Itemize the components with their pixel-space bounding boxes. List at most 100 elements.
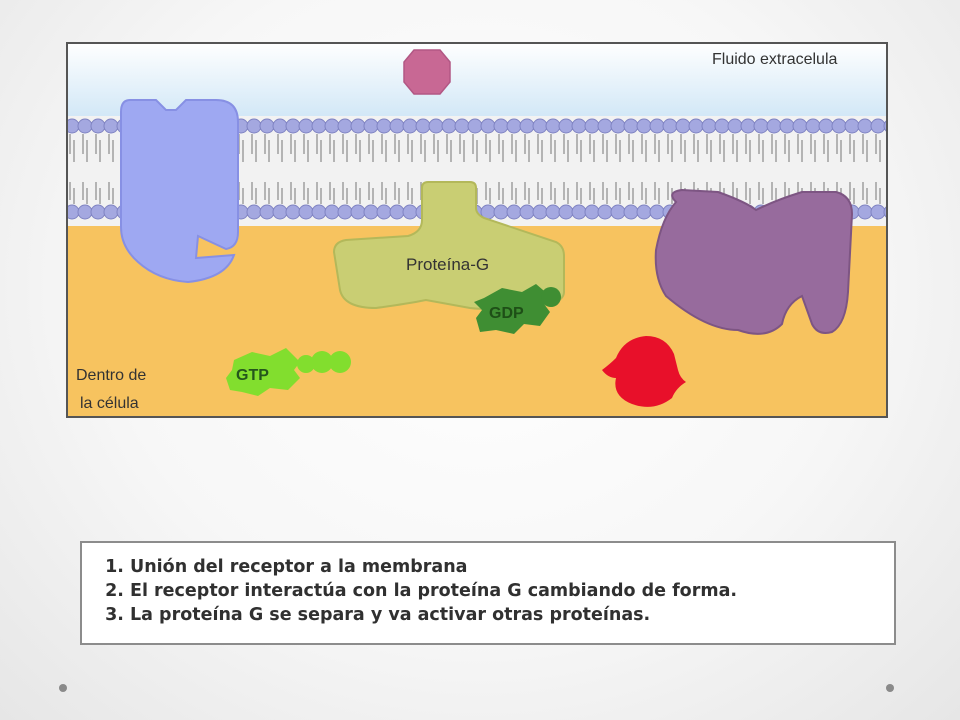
decor-dot-left: [59, 684, 67, 692]
lipid-head: [584, 204, 600, 220]
gtp-phosphate-1: [297, 355, 315, 373]
lipid-head: [636, 204, 652, 220]
lipid-head: [558, 118, 574, 134]
lipid-head: [337, 204, 353, 220]
lipid-head: [90, 118, 106, 134]
lipid-head: [597, 118, 613, 134]
lipid-head: [649, 204, 665, 220]
lipid-head: [493, 204, 509, 220]
lipid-head: [272, 118, 288, 134]
lipid-head: [844, 118, 860, 134]
lipid-head: [324, 204, 340, 220]
intracellular-label-line1: Dentro de: [76, 367, 146, 384]
steps-list: Unión del receptor a la membrana El rece…: [96, 555, 884, 627]
step-item: La proteína G se separa y va activar otr…: [130, 603, 884, 627]
lipid-head: [259, 204, 275, 220]
lipid-head: [285, 204, 301, 220]
lipid-head: [285, 118, 301, 134]
lipid-head: [610, 118, 626, 134]
receptor-protein: [120, 99, 239, 284]
lipid-head: [77, 118, 93, 134]
lipid-head: [350, 204, 366, 220]
lipid-head: [623, 118, 639, 134]
lipid-head: [350, 118, 366, 134]
lipid-head: [571, 204, 587, 220]
lipid-head: [389, 204, 405, 220]
lipid-head: [831, 118, 847, 134]
lipid-head: [766, 118, 782, 134]
lipid-head: [103, 118, 119, 134]
lipid-head: [272, 204, 288, 220]
lipid-head: [545, 118, 561, 134]
lipid-head: [311, 204, 327, 220]
lipid-head: [753, 118, 769, 134]
lipid-head: [441, 118, 457, 134]
lipid-head: [298, 118, 314, 134]
steps-box: Unión del receptor a la membrana El rece…: [80, 541, 896, 645]
lipid-head: [363, 204, 379, 220]
lipid-head: [298, 204, 314, 220]
lipid-head: [467, 118, 483, 134]
g-protein-label: Proteína-G: [406, 255, 489, 274]
step-item: El receptor interactúa con la proteína G…: [130, 579, 884, 603]
lipid-head: [597, 204, 613, 220]
lipid-head: [610, 204, 626, 220]
lipid-head: [870, 118, 886, 134]
lipid-head: [519, 204, 535, 220]
lipid-head: [90, 204, 106, 220]
lipid-head: [402, 118, 418, 134]
lipid-head: [662, 118, 678, 134]
lipid-head: [259, 118, 275, 134]
gdp-label: GDP: [489, 305, 524, 322]
lipid-head: [246, 118, 262, 134]
gtp-phosphate-2: [311, 351, 333, 373]
lipid-head: [714, 118, 730, 134]
lipid-head: [792, 118, 808, 134]
lipid-head: [870, 204, 886, 220]
lipid-head: [389, 118, 405, 134]
intracellular-label-line2: la célula: [80, 395, 139, 412]
lipid-head: [376, 118, 392, 134]
extracellular-label: Fluido extracelula: [712, 51, 838, 68]
lipid-head: [324, 118, 340, 134]
lipid-head: [558, 204, 574, 220]
lipid-head: [688, 118, 704, 134]
lipid-head: [623, 204, 639, 220]
lipid-head: [415, 118, 431, 134]
lipid-head: [493, 118, 509, 134]
lipid-head: [402, 204, 418, 220]
gtp-phosphate-3: [329, 351, 351, 373]
cell-signaling-diagram: Proteína-G GDP GTP Fluido extracelula De…: [66, 42, 888, 418]
lipid-head: [103, 204, 119, 220]
lipid-head: [571, 118, 587, 134]
lipid-head: [779, 118, 795, 134]
lipid-head: [740, 118, 756, 134]
red-protein: [602, 336, 686, 407]
gdp-phosphate: [541, 287, 561, 307]
lipid-head: [532, 204, 548, 220]
lipid-head: [311, 118, 327, 134]
lipid-head: [519, 118, 535, 134]
gtp-molecule: [226, 348, 300, 396]
lipid-head: [77, 204, 93, 220]
lipid-head: [246, 204, 262, 220]
lipid-head: [805, 118, 821, 134]
lipid-head: [636, 118, 652, 134]
lipid-head: [818, 118, 834, 134]
lipid-head: [584, 118, 600, 134]
lipid-head: [480, 118, 496, 134]
lipid-head: [337, 118, 353, 134]
lipid-head: [376, 204, 392, 220]
lipid-head: [857, 118, 873, 134]
lipid-head: [545, 204, 561, 220]
lipid-head: [857, 204, 873, 220]
lipid-head: [506, 204, 522, 220]
gdp-molecule: [474, 284, 550, 334]
lipid-head: [363, 118, 379, 134]
lipid-head: [727, 118, 743, 134]
lipid-head: [454, 118, 470, 134]
lipid-head: [532, 118, 548, 134]
lipid-head: [675, 118, 691, 134]
effector-protein: [654, 188, 854, 335]
lipid-head: [428, 118, 444, 134]
